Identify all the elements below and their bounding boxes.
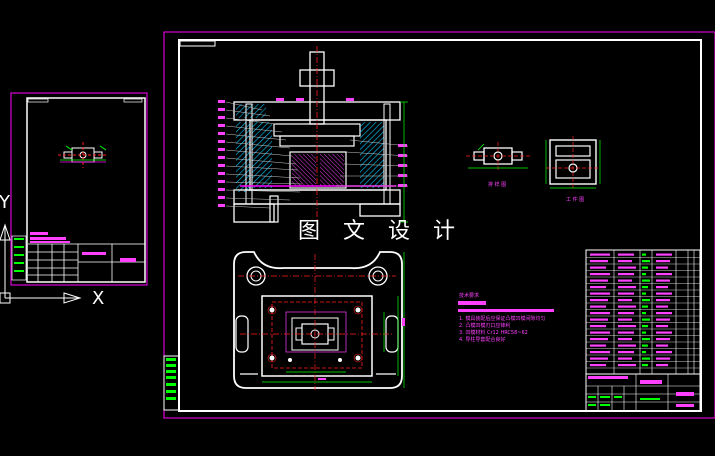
bom-cell-mark — [590, 357, 608, 360]
part-drawing-caption: 工 件 图 — [566, 196, 584, 203]
bom-cell-mark — [618, 318, 632, 321]
bom-cell-mark — [590, 312, 610, 315]
bom-cell-mark — [656, 312, 672, 315]
bom-cell-mark — [656, 292, 672, 295]
bom-cell-mark — [618, 292, 634, 295]
ucs-x-label: X — [92, 288, 105, 309]
part-drawing-view — [545, 136, 601, 190]
bom-cell-mark — [642, 253, 646, 256]
mini-sheet — [10, 92, 148, 286]
bom-cell-mark — [656, 338, 670, 341]
bom-cell-mark — [642, 318, 650, 321]
bom-cell-mark — [618, 325, 636, 328]
bom-cell-mark — [642, 305, 648, 308]
bom-cell-mark — [656, 357, 670, 360]
bom-cell-mark — [618, 338, 632, 341]
parts-list-table — [585, 249, 701, 375]
main-sheet-side-table — [163, 355, 180, 411]
bom-cell-mark — [642, 344, 648, 347]
bom-cell-mark — [590, 253, 610, 256]
bom-cell-mark — [618, 279, 632, 282]
notes-line-3: 3. 凹模材料 Cr12 HRC58~62 — [459, 329, 528, 336]
notes-line-2: 2. 凸模凹模刃口应锋利 — [459, 322, 510, 329]
bom-cell-mark — [590, 305, 606, 308]
bom-cell-mark — [642, 286, 648, 289]
bom-cell-mark — [642, 357, 650, 360]
ucs-axis-icon — [0, 223, 82, 304]
bom-cell-mark — [656, 260, 670, 263]
bom-cell-mark — [656, 318, 670, 321]
bom-cell-mark — [590, 266, 606, 269]
bom-cell-mark — [618, 253, 634, 256]
bom-cell-mark — [642, 266, 648, 269]
bom-cell-mark — [656, 325, 668, 328]
bom-cell-mark — [618, 312, 634, 315]
bom-cell-mark — [656, 364, 668, 367]
bom-cell-mark — [618, 305, 636, 308]
bom-cell-mark — [618, 266, 636, 269]
bom-cell-mark — [642, 279, 650, 282]
bom-cell-mark — [590, 338, 608, 341]
bom-cell-mark — [618, 344, 636, 347]
bom-cell-mark — [642, 331, 646, 334]
bom-cell-mark — [590, 299, 608, 302]
mini-part-view — [58, 142, 108, 168]
bom-cell-mark — [618, 286, 636, 289]
bom-cell-mark — [656, 273, 672, 276]
bom-cell-mark — [642, 364, 648, 367]
mini-title-block — [28, 243, 146, 283]
bom-cell-mark — [590, 279, 608, 282]
bom-cell-mark — [642, 292, 646, 295]
technical-notes — [458, 301, 554, 312]
bom-cell-mark — [618, 260, 632, 263]
title-block — [585, 373, 701, 412]
main-sheet — [163, 31, 715, 419]
bom-cell-mark — [656, 279, 670, 282]
bom-cell-mark — [590, 331, 610, 334]
bom-cell-mark — [642, 260, 650, 263]
bom-cell-mark — [656, 305, 668, 308]
bom-cell-mark — [590, 292, 610, 295]
bom-cell-mark — [642, 312, 646, 315]
bom-cell-mark — [590, 260, 608, 263]
bom-cell-mark — [656, 299, 670, 302]
bom-cell-mark — [642, 351, 646, 354]
bom-cell-mark — [642, 325, 648, 328]
strip-layout-caption: 排 样 图 — [488, 181, 506, 188]
bom-cell-mark — [656, 286, 668, 289]
notes-heading: 技术要求 — [459, 292, 479, 299]
die-section-view — [218, 46, 409, 226]
bom-cell-mark — [642, 338, 650, 341]
bom-cell-mark — [590, 286, 606, 289]
bom-cell-mark — [590, 318, 608, 321]
notes-line-4: 4. 导柱导套配合良好 — [459, 336, 505, 343]
bom-cell-mark — [642, 273, 646, 276]
bom-cell-mark — [618, 299, 632, 302]
bom-cell-mark — [656, 331, 672, 334]
bom-cell-mark — [618, 351, 634, 354]
watermark-text: 图 文 设 计 — [298, 219, 463, 244]
bom-cell-mark — [642, 299, 650, 302]
bom-cell-mark — [590, 325, 606, 328]
bom-cell-mark — [656, 266, 668, 269]
bom-cell-mark — [618, 273, 634, 276]
bom-cell-mark — [618, 357, 632, 360]
bom-cell-mark — [590, 364, 606, 367]
die-plan-view — [233, 251, 405, 390]
bom-cell-mark — [656, 253, 672, 256]
bom-cell-mark — [656, 351, 672, 354]
bom-cell-mark — [618, 331, 634, 334]
notes-line-1: 1. 模具装配后应保证凸模凹模间隙均匀 — [459, 315, 545, 322]
bom-cell-mark — [590, 344, 606, 347]
bom-cell-mark — [656, 344, 668, 347]
strip-layout-view — [466, 142, 530, 170]
bom-cell-mark — [590, 273, 610, 276]
ucs-y-label: Y — [0, 192, 10, 213]
bom-cell-mark — [618, 364, 636, 367]
bom-cell-mark — [590, 351, 610, 354]
